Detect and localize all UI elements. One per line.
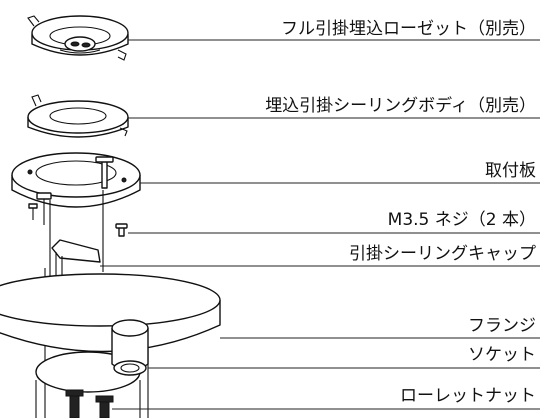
ceiling-cap-label: 引掛シーリングキャップ: [349, 244, 536, 264]
ceiling-body-label: 埋込引掛シーリングボディ（別売）: [265, 95, 536, 116]
mounting-plate-part: [11, 152, 141, 208]
rosette-part: [27, 15, 129, 61]
screws-part: [28, 156, 128, 237]
knurled-nut-part: [65, 389, 114, 418]
flange-label: フランジ: [468, 316, 536, 336]
socket-label: ソケット: [468, 345, 536, 365]
ceiling-body-part: [27, 94, 129, 138]
socket-part: [111, 319, 149, 376]
screws-label: M3.5 ネジ（2 本）: [388, 210, 536, 230]
flange-part: [0, 273, 221, 418]
rosette-label: フル引掛埋込ローゼット（別売）: [281, 19, 536, 39]
knurled-nut-label: ローレットナット: [400, 386, 536, 406]
mounting-plate-label: 取付板: [485, 161, 536, 181]
